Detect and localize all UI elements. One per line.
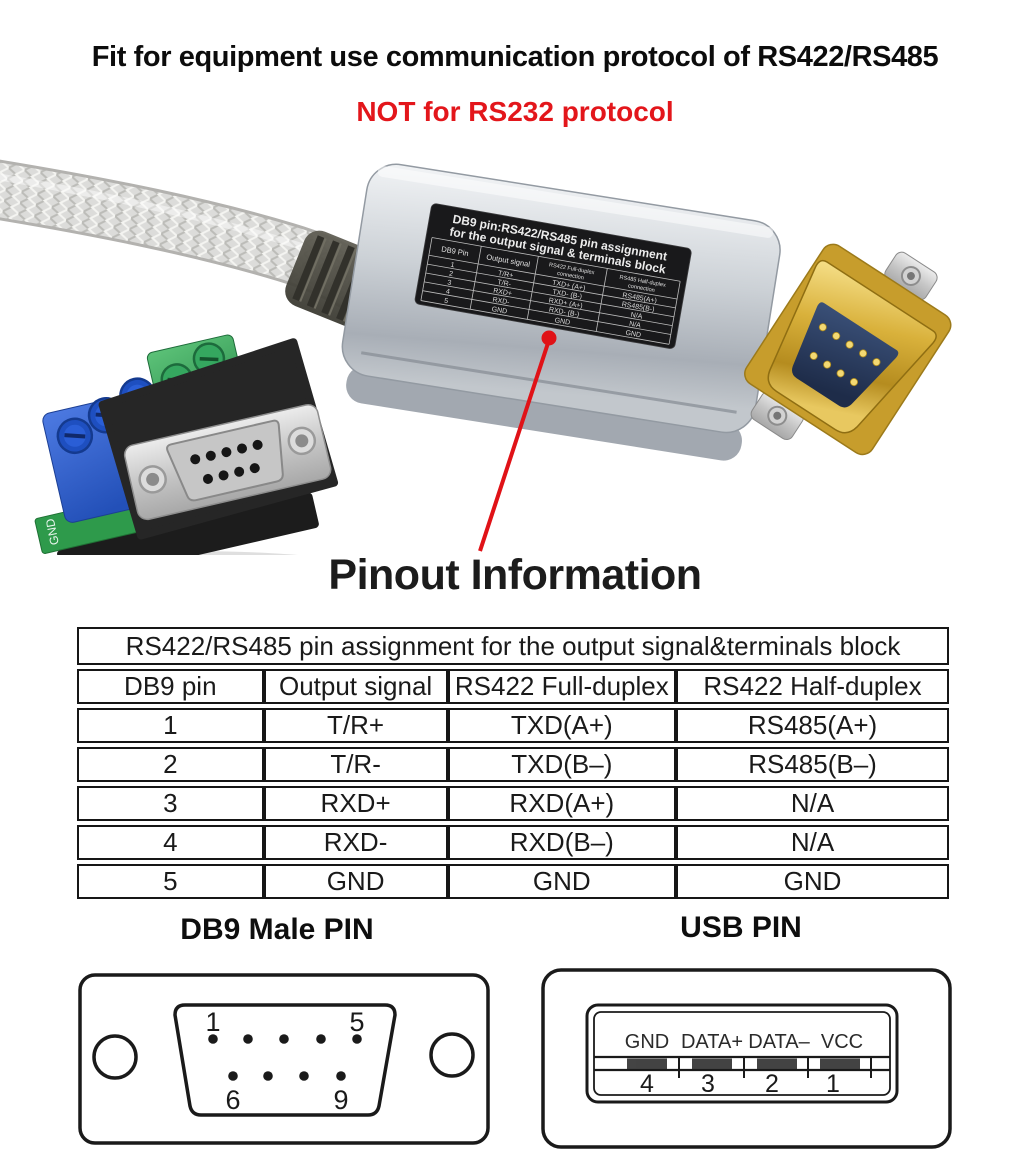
db9-male-pin-diagram: 1 5 6 9 xyxy=(78,973,490,1145)
pin-cell: TXD(A+) xyxy=(447,708,677,743)
pin-cell: RXD(A+) xyxy=(447,786,677,821)
pin-cell: 1 xyxy=(77,708,264,743)
db9-gold-pins xyxy=(809,323,881,387)
col-header-db9-pin: DB9 pin xyxy=(77,669,264,704)
col-header-output-signal: Output signal xyxy=(263,669,448,704)
pin-cell: GND xyxy=(263,864,448,899)
pin-cell: TXD(B–) xyxy=(447,747,677,782)
usb-signal-label: VCC xyxy=(821,1031,863,1053)
col-header-full-duplex: RS422 Full-duplex xyxy=(447,669,677,704)
table-row: 1 T/R+ TXD(A+) RS485(A+) xyxy=(77,708,949,743)
pin-cell: RXD+ xyxy=(263,786,448,821)
label-cell: GND xyxy=(491,306,508,316)
pin-cell: 5 xyxy=(77,864,264,899)
label-cell: 3 xyxy=(447,279,452,287)
label-cell: 1 xyxy=(450,262,455,270)
db9-screw-hole-left xyxy=(92,1034,138,1080)
label-cell: RXD- xyxy=(492,297,511,307)
db9-male-connector xyxy=(744,243,952,456)
usb-signal-label: DATA– xyxy=(748,1031,810,1053)
table-row: 5 GND GND GND xyxy=(77,864,949,899)
pin-cell: N/A xyxy=(676,786,949,821)
usb-contact-strip xyxy=(594,1055,890,1078)
table-row: 2 T/R- TXD(B–) RS485(B–) xyxy=(77,747,949,782)
label-header: connection xyxy=(627,283,655,294)
gnd-marking: GND xyxy=(43,517,62,546)
pin-cell: RS485(B–) xyxy=(676,747,949,782)
label-cell: 5 xyxy=(444,298,449,306)
label-cell: RXD+ xyxy=(493,288,513,298)
usb-pin-number: 3 xyxy=(701,1070,715,1098)
usb-pin-number: 4 xyxy=(640,1070,654,1098)
usb-section-title: USB PIN xyxy=(680,911,802,944)
db9-pins xyxy=(208,1034,362,1081)
device-label: DB9 pin:RS422/RS485 pin assignment for t… xyxy=(414,203,692,349)
usb-port-inner-outline xyxy=(593,1011,891,1096)
db9-pin-number: 5 xyxy=(349,1007,364,1037)
usb-pin-number: 1 xyxy=(826,1070,840,1098)
db9-female-holes xyxy=(190,439,263,484)
label-grid xyxy=(420,237,681,345)
pin-cell: RXD(B–) xyxy=(447,825,677,860)
header-line-2-warning: NOT for RS232 protocol xyxy=(356,96,674,127)
label-cell: T/R- xyxy=(497,279,512,288)
db9-pin-number: 1 xyxy=(205,1007,220,1037)
label-cell: 2 xyxy=(448,271,453,279)
red-arrow xyxy=(478,330,557,552)
pin-cell: T/R- xyxy=(263,747,448,782)
db9-screw-hole-right xyxy=(429,1032,475,1078)
usb-pin-number: 2 xyxy=(765,1070,779,1098)
label-cell: N/A xyxy=(629,321,642,330)
label-cell: T/R+ xyxy=(497,270,513,280)
pin-cell: RXD- xyxy=(263,825,448,860)
label-cell: GND xyxy=(625,330,642,340)
table-title: RS422/RS485 pin assignment for the outpu… xyxy=(77,627,949,665)
pin-cell: 2 xyxy=(77,747,264,782)
db9-section-title: DB9 Male PIN xyxy=(180,913,374,946)
label-cell: GND xyxy=(554,317,571,327)
pin-assignment-table: RS422/RS485 pin assignment for the outpu… xyxy=(77,623,949,903)
usb-pin-diagram: GND DATA+ DATA– VCC 4 3 2 1 xyxy=(541,968,952,1149)
terminal-block-adapter: GND xyxy=(34,334,339,555)
pin-cell: N/A xyxy=(676,825,949,860)
pinout-heading: Pinout Information xyxy=(328,551,702,599)
db9-pin-number: 9 xyxy=(333,1085,348,1115)
col-header-half-duplex: RS422 Half-duplex xyxy=(676,669,949,704)
table-row: 4 RXD- RXD(B–) N/A xyxy=(77,825,949,860)
label-cell: 4 xyxy=(445,288,450,296)
pin-cell: RS485(A+) xyxy=(676,708,949,743)
pin-cell: 4 xyxy=(77,825,264,860)
label-header: connection xyxy=(557,271,585,282)
table-row: 3 RXD+ RXD(A+) N/A xyxy=(77,786,949,821)
pin-cell: GND xyxy=(447,864,677,899)
pin-cell: 3 xyxy=(77,786,264,821)
usb-signal-label: DATA+ xyxy=(681,1031,743,1053)
usb-signal-label: GND xyxy=(625,1031,669,1053)
label-cell: N/A xyxy=(630,312,643,321)
header-line-1: Fit for equipment use communication prot… xyxy=(91,41,939,73)
pin-cell: T/R+ xyxy=(263,708,448,743)
db9-dsub-outline xyxy=(173,1003,397,1117)
pin-cell: GND xyxy=(676,864,949,899)
product-photo: DB9 pin:RS422/RS485 pin assignment for t… xyxy=(0,159,952,555)
db9-pin-number: 6 xyxy=(225,1085,240,1115)
